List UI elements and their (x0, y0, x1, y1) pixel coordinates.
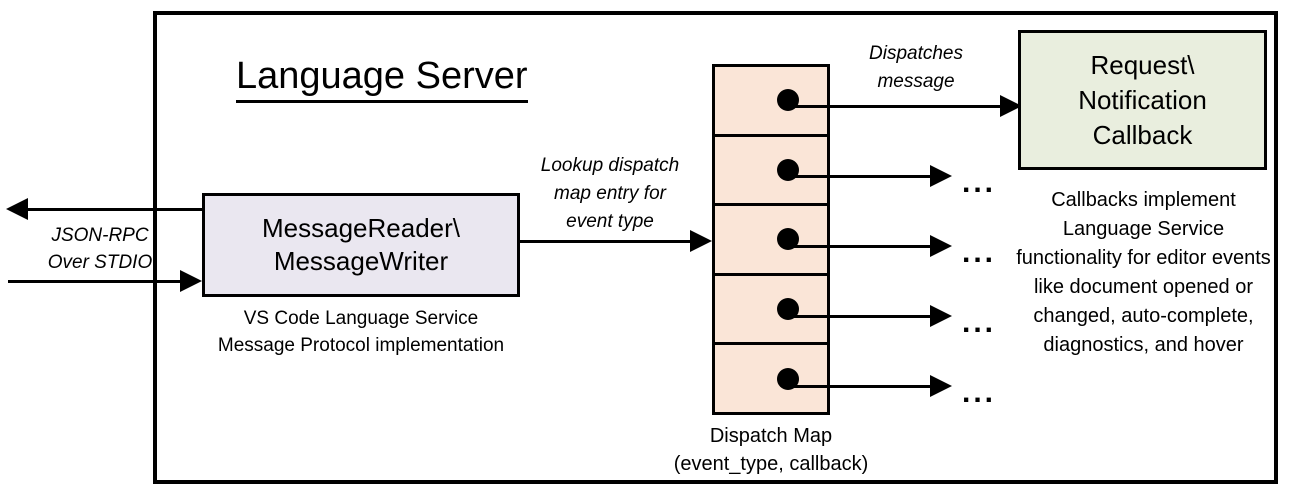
language-server-boundary (153, 11, 1278, 484)
dispatch-row4-ellipsis: ... (962, 306, 997, 339)
lookup-label-line3: event type (566, 211, 654, 232)
dispatch-entry-dot-icon (777, 228, 799, 251)
dispatch-row2-ellipsis: ... (962, 166, 997, 199)
dispatch-row1-arrowhead (1000, 95, 1022, 117)
dispatch-entry-stub (783, 175, 830, 178)
dispatch-map-caption-line1: Dispatch Map (709, 425, 833, 447)
dispatch-row3-ellipsis: ... (962, 236, 997, 269)
dispatch-map-row[interactable] (715, 345, 827, 412)
dispatch-entry-dot-icon (777, 367, 799, 390)
dispatch-entry-stub (783, 245, 830, 248)
message-reader-caption-line2: Message Protocol implementation (217, 335, 505, 356)
lookup-dispatch-arrowhead (690, 230, 712, 252)
inbound-rpc-line (8, 280, 182, 283)
dispatch-row5-ellipsis: ... (962, 376, 997, 409)
dispatch-row3-arrowhead (930, 235, 952, 257)
callback-caption: Callbacks implement Language Service fun… (1016, 189, 1271, 356)
outbound-rpc-arrowhead (6, 198, 28, 220)
dispatch-entry-stub (783, 315, 830, 318)
lookup-label-line2: map entry for (554, 183, 666, 204)
message-reader-caption-line1: VS Code Language Service (243, 308, 479, 329)
dispatch-map-row[interactable] (715, 276, 827, 346)
dispatch-row2-line (830, 175, 932, 178)
dispatch-row5-line (830, 385, 932, 388)
dispatch-map-table[interactable] (712, 64, 830, 415)
dispatch-map-caption: Dispatch Map (event_type, callback) (650, 422, 892, 478)
page-title: Language Server (236, 53, 528, 103)
dispatch-row4-line (830, 315, 932, 318)
request-notification-callback-box[interactable]: Request\ Notification Callback (1018, 30, 1267, 170)
lookup-label-line1: Lookup dispatch (540, 155, 680, 176)
dispatch-entry-dot-icon (777, 298, 799, 321)
dispatch-entry-stub (783, 385, 830, 388)
dispatch-map-row[interactable] (715, 67, 827, 137)
callback-line3: Callback (1092, 119, 1193, 150)
jsonrpc-label-line1: JSON-RPC (51, 225, 149, 246)
outbound-rpc-line (28, 208, 204, 211)
dispatches-message-label: Dispatches message (836, 40, 996, 96)
callback-line2: Notification (1078, 84, 1207, 115)
dispatch-row1-line (830, 105, 1002, 108)
dispatch-row4-arrowhead (930, 305, 952, 327)
lookup-dispatch-label: Lookup dispatch map entry for event type (520, 152, 700, 236)
dispatch-entry-stub (783, 105, 830, 108)
inbound-rpc-arrowhead (180, 270, 202, 292)
dispatch-row3-line (830, 245, 932, 248)
message-reader-line1: MessageReader\ (262, 213, 460, 243)
dispatch-row5-arrowhead (930, 375, 952, 397)
dispatch-row2-arrowhead (930, 165, 952, 187)
message-reader-writer-box[interactable]: MessageReader\ MessageWriter (202, 193, 520, 297)
jsonrpc-label: JSON-RPC Over STDIO (30, 222, 170, 276)
dispatches-message-line1: Dispatches (869, 43, 963, 64)
jsonrpc-label-line2: Over STDIO (47, 252, 153, 273)
message-reader-line2: MessageWriter (273, 246, 449, 276)
callback-line1: Request\ (1090, 49, 1195, 80)
dispatch-map-row[interactable] (715, 137, 827, 207)
lookup-dispatch-line (520, 240, 692, 243)
message-reader-caption: VS Code Language Service Message Protoco… (202, 305, 520, 359)
dispatch-map-row[interactable] (715, 206, 827, 276)
dispatch-map-caption-line2: (event_type, callback) (673, 453, 869, 475)
dispatches-message-line2: message (877, 71, 955, 92)
